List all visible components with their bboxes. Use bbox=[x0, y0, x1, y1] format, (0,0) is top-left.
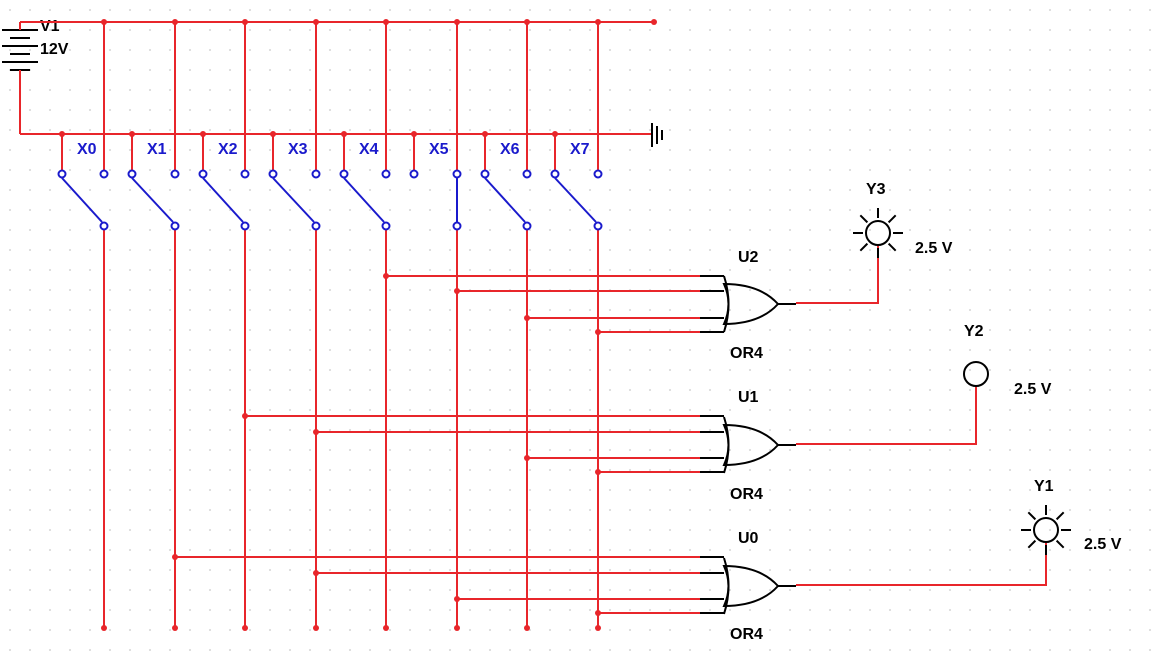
probe-y1[interactable]: Y1 2.5 V bbox=[796, 478, 1122, 586]
probe-lamp-lit-icon bbox=[1021, 505, 1071, 555]
input-wire[interactable] bbox=[383, 273, 724, 279]
battery-v1[interactable]: V1 12V bbox=[2, 18, 69, 134]
switch-label: X4 bbox=[359, 141, 379, 158]
probe-value-label: 2.5 V bbox=[1014, 381, 1052, 398]
gate-type-label: OR4 bbox=[730, 486, 763, 503]
switch-label: X7 bbox=[570, 141, 590, 158]
switch-label: X3 bbox=[288, 141, 308, 158]
switch-x7[interactable]: X7 bbox=[550, 19, 603, 631]
switch-x3[interactable]: X3 bbox=[268, 19, 321, 631]
probe-name-label: Y2 bbox=[964, 323, 984, 340]
switch-label: X2 bbox=[218, 141, 238, 158]
input-wire[interactable] bbox=[242, 413, 724, 419]
switch-x5[interactable]: X5 bbox=[409, 19, 462, 631]
probe-name-label: Y3 bbox=[866, 181, 886, 198]
probe-lamp-off-icon bbox=[963, 361, 989, 387]
battery-value-label: 12V bbox=[40, 41, 69, 58]
gate-type-label: OR4 bbox=[730, 345, 763, 362]
input-wire[interactable] bbox=[595, 610, 724, 616]
battery-name-label: V1 bbox=[40, 18, 60, 35]
switch-x2[interactable]: X2 bbox=[198, 19, 250, 631]
probe-lamp-lit-icon bbox=[853, 208, 903, 258]
switch-label: X6 bbox=[500, 141, 520, 158]
input-wire[interactable] bbox=[172, 554, 724, 560]
input-wire[interactable] bbox=[595, 469, 724, 475]
probe-value-label: 2.5 V bbox=[915, 240, 953, 257]
input-wire[interactable] bbox=[595, 329, 724, 335]
gate-name-label: U0 bbox=[738, 530, 759, 547]
switch-x4[interactable]: X4 bbox=[339, 19, 391, 631]
gate-name-label: U2 bbox=[738, 249, 759, 266]
gate-name-label: U1 bbox=[738, 389, 759, 406]
probe-y3[interactable]: Y3 2.5 V bbox=[796, 181, 953, 304]
input-wire[interactable] bbox=[454, 596, 724, 602]
gate-type-label: OR4 bbox=[730, 626, 763, 643]
probe-name-label: Y1 bbox=[1034, 478, 1054, 495]
switch-label: X5 bbox=[429, 141, 449, 158]
switch-label: X0 bbox=[77, 141, 97, 158]
input-wire[interactable] bbox=[454, 288, 724, 294]
switch-x1[interactable]: X1 bbox=[127, 19, 180, 631]
switch-label: X1 bbox=[147, 141, 167, 158]
probe-value-label: 2.5 V bbox=[1084, 536, 1122, 553]
probe-y2[interactable]: Y2 2.5 V bbox=[796, 323, 1052, 445]
input-wire[interactable] bbox=[313, 570, 724, 576]
input-wire[interactable] bbox=[524, 455, 724, 461]
input-wire[interactable] bbox=[524, 315, 724, 321]
input-wire[interactable] bbox=[313, 429, 724, 435]
switch-x0[interactable]: X0 bbox=[57, 19, 109, 631]
ground-icon bbox=[651, 123, 663, 147]
switch-x6[interactable]: X6 bbox=[480, 19, 532, 631]
